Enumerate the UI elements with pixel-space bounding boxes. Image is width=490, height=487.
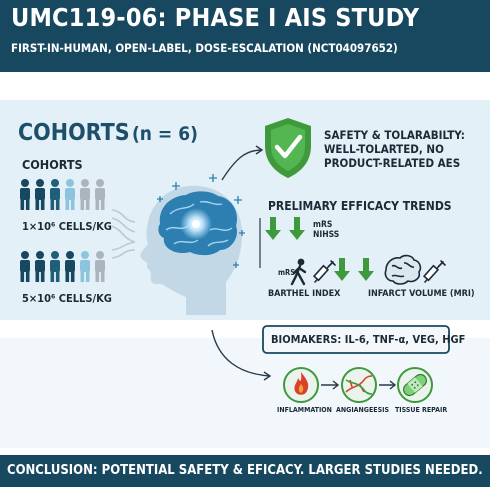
page-subtitle: FIRST-IN-HUMAN, OPEN-LABEL, DOSE-ESCALAT… xyxy=(11,41,398,55)
syringe-icon xyxy=(312,260,336,283)
page-title: UMC119-06: PHASE I AIS STUDY xyxy=(11,3,420,32)
flow-lines xyxy=(111,209,136,259)
conclusion-text: CONCLUSION: POTENTIAL SAFETY & EFICACY. … xyxy=(7,463,483,478)
cohorts-subheading: COHORTS xyxy=(22,157,83,172)
shield-check-icon xyxy=(265,118,311,178)
efficacy-mrs-small-label: mRS xyxy=(278,268,296,277)
cohorts-count: (n = 6) xyxy=(132,123,198,145)
infarct-volume-label: INFARCT VOLUME (MRI) xyxy=(368,289,475,299)
tissue-repair-label: TISSUE REPAIR xyxy=(395,406,448,414)
arrow-to-biomarkers xyxy=(211,329,272,381)
conclusion-banner: CONCLUSION: POTENTIAL SAFETY & EFICACY. … xyxy=(0,455,490,487)
angiogenesis-icon xyxy=(341,367,377,403)
syringe-icon-2 xyxy=(422,260,446,283)
biomarker-box xyxy=(262,325,450,354)
inflammation-icon xyxy=(283,367,319,403)
efficacy-mrs-label: mRS xyxy=(313,220,333,230)
inflammation-label: INFLAMMATION xyxy=(277,406,332,414)
efficacy-nihss-label: NIHSS xyxy=(313,230,340,240)
safety-line-2: WELL-TOLARTED, NO xyxy=(324,142,444,156)
cohorts-heading: COHORTS xyxy=(18,120,130,146)
cohort-low-people-icon xyxy=(20,179,105,210)
efficacy-heading: PRELIMARY EFFICACY TRENDS xyxy=(268,199,452,213)
walking-person-icon xyxy=(290,258,307,286)
safety-line-1: SAFETY & TOLARABILTY: xyxy=(324,128,465,142)
efficacy-down-arrows xyxy=(265,217,374,281)
biomarkers-label: BIOMAKERS: IL-6, TNF-α, VEG, HGF xyxy=(271,333,466,346)
safety-text: SAFETY & TOLARABILTY: WELL-TOLARTED, NO … xyxy=(324,128,465,170)
cohort-low-dose-label: 1×10⁶ CELLS/KG xyxy=(22,220,112,233)
arrow-to-safety xyxy=(221,145,264,181)
background-band-upper xyxy=(0,100,490,320)
mri-brain-icon xyxy=(384,254,422,285)
cohort-high-dose-label: 5×10⁶ CELLS/KG xyxy=(22,292,112,305)
barthel-index-label: BARTHEL INDEX xyxy=(268,289,341,299)
safety-line-3: PRODUCT-RELATED AES xyxy=(324,156,461,170)
brain-icon xyxy=(158,191,238,256)
sparkle-icons xyxy=(157,174,245,268)
biomarker-arrows xyxy=(321,380,397,390)
angiogenesis-label: ANGIANGEESIS xyxy=(336,406,389,414)
header-banner: UMC119-06: PHASE I AIS STUDY FIRST-IN-HU… xyxy=(0,0,490,72)
tissue-repair-icon xyxy=(397,367,433,403)
cohort-high-people-icon xyxy=(20,251,105,282)
